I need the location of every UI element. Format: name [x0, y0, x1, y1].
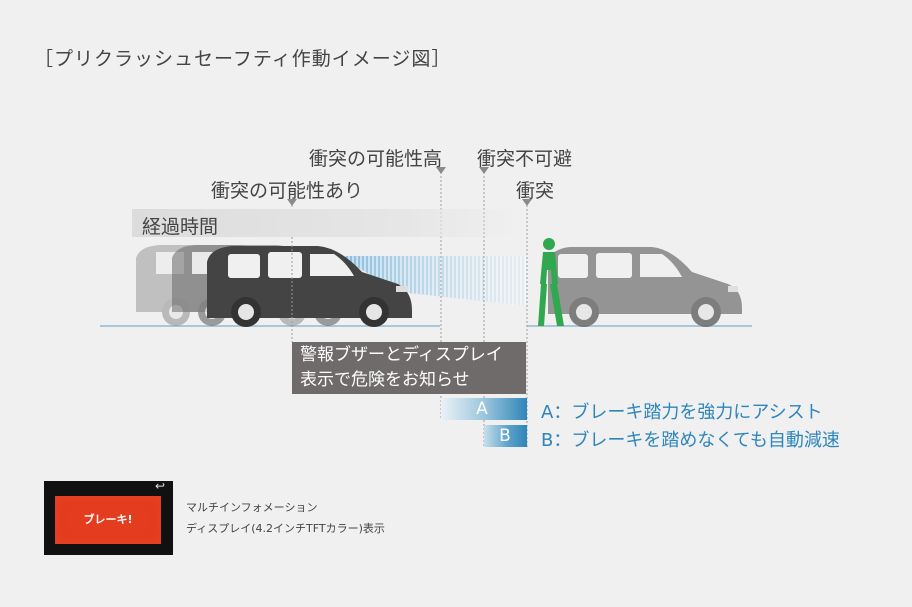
stage-label-collision: 衝突 [516, 180, 555, 202]
display-caption-line-1: マルチインフォメーション [186, 501, 318, 514]
stage-label-unavoidable: 衝突不可避 [477, 148, 573, 170]
bar-b-letter: B [499, 426, 511, 446]
diagram-title: ［プリクラッシュセーフティ作動イメージ図］ [34, 48, 452, 70]
warning-box [292, 342, 526, 394]
display-caption: マルチインフォメーション ディスプレイ(4.2インチTFTカラー)表示 [186, 497, 385, 539]
legend-b: B：ブレーキを踏めなくても自動減速 [541, 430, 840, 451]
warning-line-2: 表示で危険をお知らせ [300, 370, 470, 390]
elapsed-time-bar [132, 209, 520, 237]
stage-arrows [287, 167, 532, 206]
car-own [207, 246, 412, 327]
return-arrow-icon: ↩ [155, 479, 166, 493]
brake-assist-bar-a: A [441, 398, 527, 420]
pedestrian-icon [538, 238, 564, 326]
warning-line-1: 警報ブザーとディスプレイ [300, 345, 503, 365]
bar-a-letter: A [476, 399, 488, 419]
sensor-beam [338, 256, 527, 306]
stage-label-possible: 衝突の可能性あり [211, 180, 364, 202]
brake-warning-panel [55, 496, 161, 544]
display-caption-line-2: ディスプレイ(4.2インチTFTカラー)表示 [186, 522, 385, 535]
car-ahead [548, 247, 742, 327]
auto-brake-bar-b: B [484, 425, 527, 447]
stage-label-high: 衝突の可能性高 [309, 148, 443, 170]
brake-warning-text: ブレーキ! [83, 513, 133, 526]
legend-a: A：ブレーキ踏力を強力にアシスト [541, 402, 823, 423]
elapsed-time-label: 経過時間 [142, 216, 219, 238]
warning-text: 警報ブザーとディスプレイ 表示で危険をお知らせ [300, 343, 503, 393]
